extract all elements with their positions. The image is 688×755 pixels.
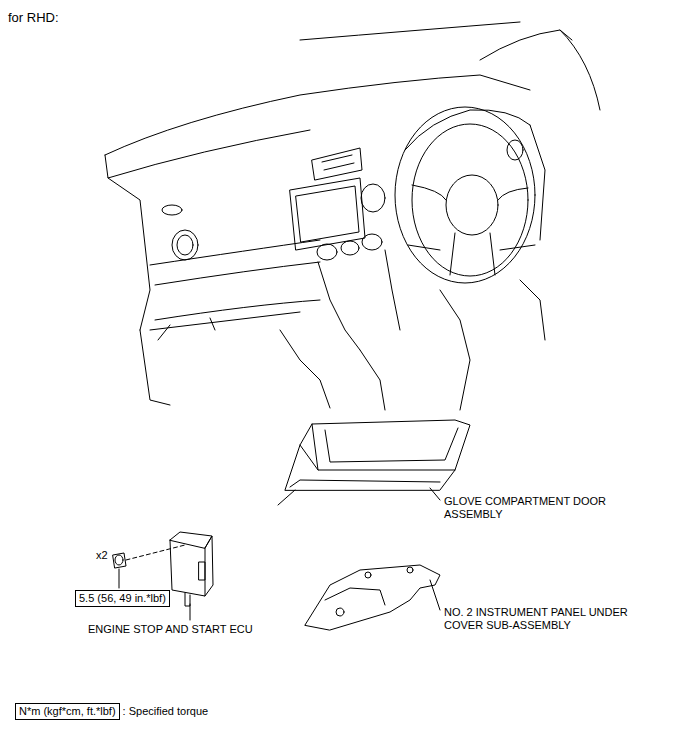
node-text: 5.5 (56, 49 in.*lbf) <box>79 592 166 604</box>
legend-torque-box: N*m (kgf*cm, ft.*lbf) <box>15 703 120 720</box>
torque-box: 5.5 (56, 49 in.*lbf) <box>75 590 170 607</box>
node-text: N*m (kgf*cm, ft.*lbf) <box>19 705 116 717</box>
legend-text: : Specified torque <box>123 705 209 718</box>
diagram-title: for RHD: <box>8 10 59 25</box>
part-name: GLOVE COMPARTMENT DOOR ASSEMBLY <box>444 495 624 521</box>
part-name: NO. 2 INSTRUMENT PANEL UNDER COVER SUB-A… <box>444 606 664 632</box>
quantity-mark: x2 <box>96 549 108 562</box>
part-name: ENGINE STOP AND START ECU <box>88 623 253 636</box>
